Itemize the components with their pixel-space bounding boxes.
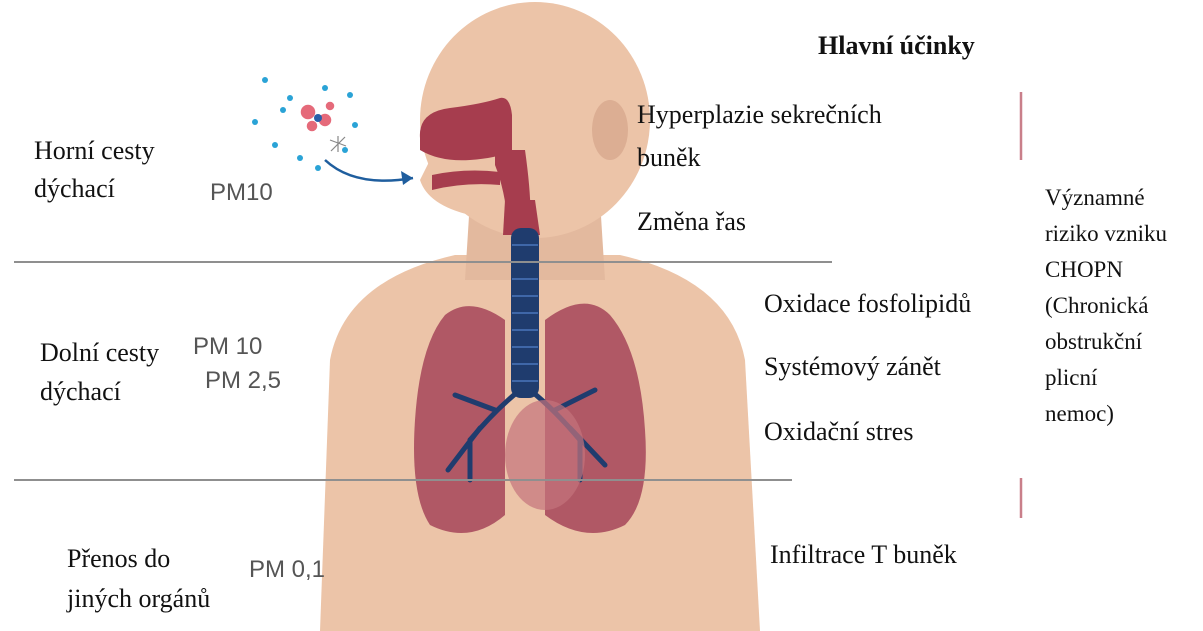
side-note-line6: plicní: [1045, 360, 1097, 396]
effect-phospholipid-oxidation: Oxidace fosfolipidů: [764, 287, 971, 321]
side-note-line1: Významné: [1045, 180, 1145, 216]
zone-lower-label-line2: dýchací: [40, 375, 121, 409]
side-note-line5: obstrukční: [1045, 324, 1142, 360]
arrowhead: [401, 171, 413, 185]
zone-lower-pm25: PM 2,5: [205, 366, 281, 396]
particle-cluster: [252, 77, 358, 171]
side-note-line3: CHOPN: [1045, 252, 1123, 288]
zone-transfer-label-line2: jiných orgánů: [67, 582, 210, 616]
zone-transfer-pm: PM 0,1: [249, 555, 325, 585]
divider-lower: [14, 479, 792, 481]
side-note-line2: riziko vzniku: [1045, 216, 1167, 252]
side-note-line4: (Chronická: [1045, 288, 1148, 324]
inhalation-arrow: [325, 160, 413, 181]
ear: [592, 100, 628, 160]
zone-lower-pm10: PM 10: [193, 332, 262, 362]
effect-hyperplasia-line2: buněk: [637, 141, 701, 175]
zone-lower-label-line1: Dolní cesty: [40, 336, 159, 370]
effect-oxidative-stress: Oxidační stres: [764, 415, 913, 449]
effect-hyperplasia-line1: Hyperplazie sekrečních: [637, 98, 882, 132]
zone-upper-label-line1: Horní cesty: [34, 134, 155, 168]
side-note-line7: nemoc): [1045, 396, 1114, 432]
effects-title: Hlavní účinky: [818, 29, 975, 63]
divider-upper: [14, 261, 832, 263]
zone-upper-pm: PM10: [210, 178, 273, 208]
zone-upper-label-line2: dýchací: [34, 172, 115, 206]
heart: [505, 400, 585, 510]
zone-transfer-label-line1: Přenos do: [67, 542, 170, 576]
effect-t-cell-infiltration: Infiltrace T buněk: [770, 538, 957, 572]
effect-cilia-change: Změna řas: [637, 205, 746, 239]
effect-systemic-inflammation: Systémový zánět: [764, 350, 941, 384]
